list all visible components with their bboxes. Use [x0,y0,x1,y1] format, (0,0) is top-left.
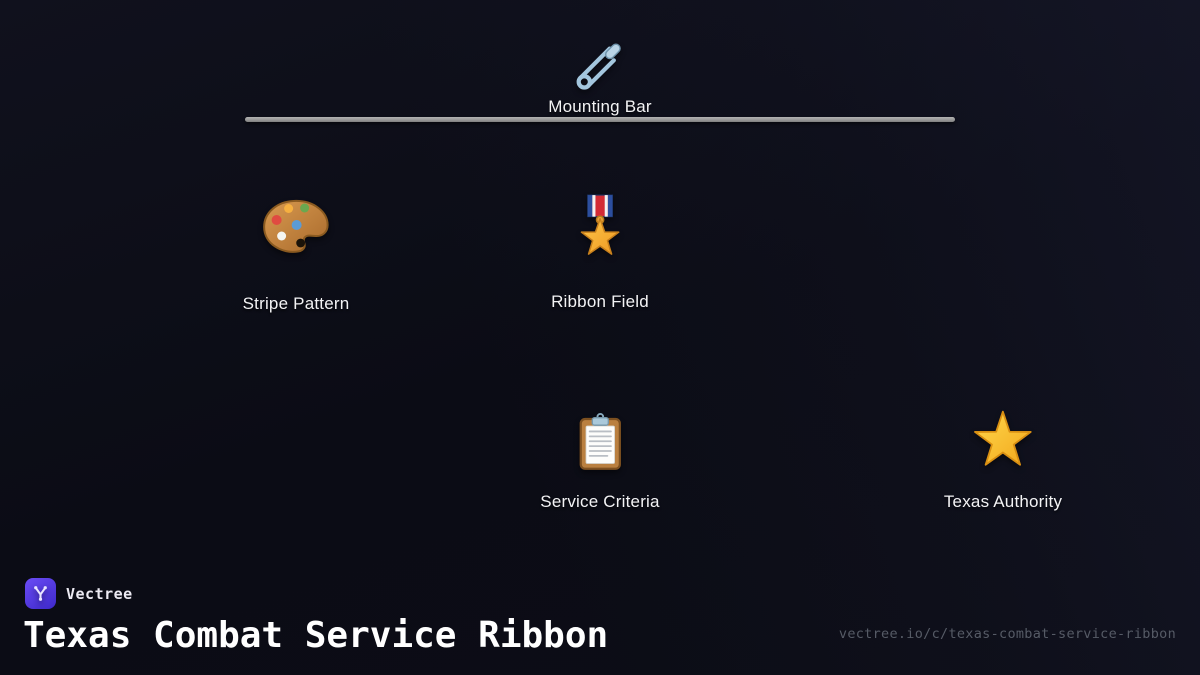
star-icon [970,408,1036,474]
node-ribbon-field[interactable]: Ribbon Field [551,192,649,312]
safety-pin-icon [570,35,630,95]
mounting-bar-divider [245,117,955,122]
share-url: vectree.io/c/texas-combat-service-ribbon [838,626,1176,642]
vectree-logo [25,578,56,609]
palette-icon [260,194,332,266]
node-mounting-bar[interactable]: Mounting Bar [548,35,652,117]
node-label: Stripe Pattern [242,294,350,313]
node-stripe-pattern[interactable]: Stripe Pattern [243,194,350,314]
node-texas-authority[interactable]: Texas Authority [944,408,1062,512]
branch-icon [31,584,50,603]
node-label: Mounting Bar [548,97,652,116]
brand-name: Vectree [66,585,133,603]
page-title: Texas Combat Service Ribbon [23,615,609,656]
node-label: Service Criteria [540,492,660,511]
node-service-criteria[interactable]: Service Criteria [540,411,660,512]
military-medal-icon [563,192,637,266]
node-label: Texas Authority [943,492,1063,511]
clipboard-icon [568,411,632,475]
node-label: Ribbon Field [551,292,649,311]
